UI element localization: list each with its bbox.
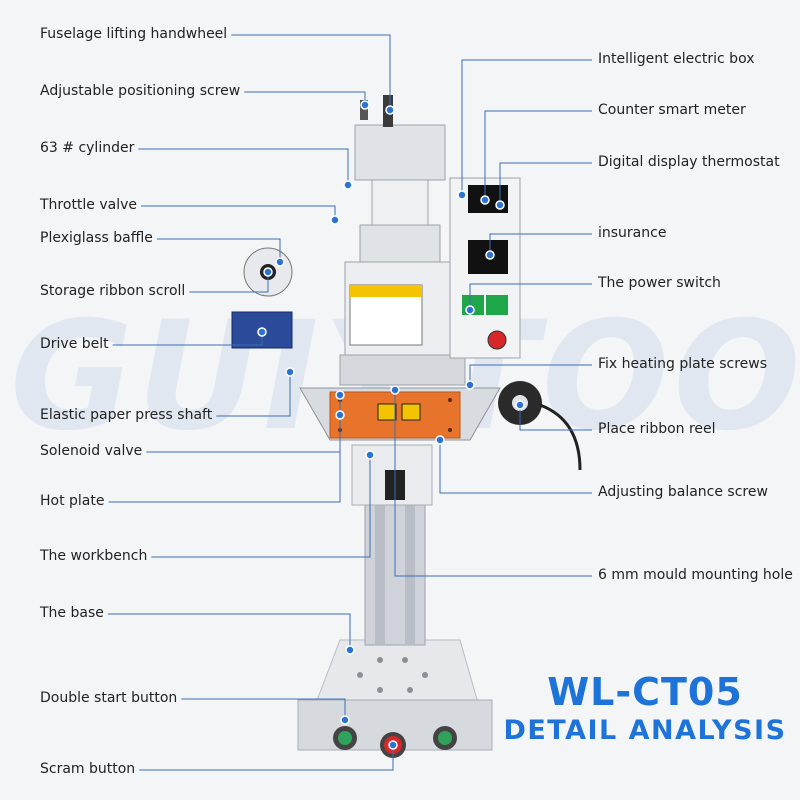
callout-label-left: Fuselage lifting handwheel xyxy=(40,26,228,42)
callout-label-left: Hot plate xyxy=(40,493,105,509)
model-subtitle: DETAIL ANALYSIS xyxy=(503,715,787,746)
leader-line-right xyxy=(499,162,592,205)
leader-dot-right xyxy=(515,400,525,410)
electric-box xyxy=(449,177,521,359)
leader-line-left xyxy=(138,148,349,185)
callout-label-left: Adjustable positioning screw xyxy=(40,83,241,99)
machine-column xyxy=(351,444,433,646)
leader-dot-left xyxy=(335,410,345,420)
leader-dot-left xyxy=(360,100,370,110)
leader-line-left xyxy=(107,613,351,650)
callout-label-left: 63 # cylinder xyxy=(40,140,135,156)
callout-label-right: Counter smart meter xyxy=(598,102,746,118)
leader-dot-right xyxy=(435,435,445,445)
leader-dot-left xyxy=(388,740,398,750)
leader-line-left xyxy=(231,34,391,110)
leader-line-left xyxy=(216,372,291,417)
callout-label-left: The base xyxy=(40,605,104,621)
leader-line-left xyxy=(189,272,269,293)
leader-line-left xyxy=(141,205,336,220)
callout-label-left: Plexiglass baffle xyxy=(40,230,153,246)
leader-dot-left xyxy=(343,180,353,190)
leader-dot-left xyxy=(365,450,375,460)
callout-label-left: Scram button xyxy=(40,761,136,777)
leader-line-right xyxy=(489,233,592,255)
press-head xyxy=(339,95,466,386)
callout-label-left: Solenoid valve xyxy=(40,443,143,459)
leader-dot-left xyxy=(330,215,340,225)
leader-lines xyxy=(107,34,592,771)
callout-label-right: 6 mm mould mounting hole xyxy=(598,567,793,583)
hot-plate-assembly xyxy=(299,387,501,441)
callout-label-right: insurance xyxy=(598,225,667,241)
leader-line-right xyxy=(469,364,592,385)
callout-label-right: The power switch xyxy=(598,275,721,291)
leader-dot-right xyxy=(485,250,495,260)
leader-line-left xyxy=(156,238,281,262)
leader-dot-left xyxy=(345,645,355,655)
leader-line-right xyxy=(469,283,592,310)
leader-line-right xyxy=(519,405,592,431)
leader-dot-left xyxy=(257,327,267,337)
leader-line-left xyxy=(244,91,366,105)
leader-dot-right xyxy=(480,195,490,205)
leader-line-right xyxy=(394,390,592,577)
leader-dot-right xyxy=(465,380,475,390)
callout-label-right: Intelligent electric box xyxy=(598,51,755,67)
leader-dot-left xyxy=(335,390,345,400)
model-name: WL-CT05 xyxy=(547,670,743,714)
leader-dot-left xyxy=(340,715,350,725)
callout-label-right: Adjusting balance screw xyxy=(598,484,768,500)
leader-line-left xyxy=(139,745,394,771)
leader-dot-left xyxy=(385,105,395,115)
callout-label-left: The workbench xyxy=(40,548,148,564)
leader-line-left xyxy=(108,415,341,503)
leader-dot-left xyxy=(263,267,273,277)
leader-line-left xyxy=(151,455,371,558)
callout-label-left: Storage ribbon scroll xyxy=(40,283,186,299)
leader-line-right xyxy=(484,110,592,200)
leader-line-left xyxy=(181,698,346,720)
callout-label-left: Drive belt xyxy=(40,336,109,352)
callout-label-left: Elastic paper press shaft xyxy=(40,407,213,423)
leader-dot-left xyxy=(275,257,285,267)
leader-dot-right xyxy=(457,190,467,200)
leader-line-right xyxy=(439,440,592,494)
leader-dot-right xyxy=(495,200,505,210)
callout-label-left: Throttle valve xyxy=(40,197,138,213)
leader-line-right xyxy=(461,59,592,195)
callout-label-right: Fix heating plate screws xyxy=(598,356,768,372)
leader-dot-right xyxy=(465,305,475,315)
callout-label-right: Digital display thermostat xyxy=(598,154,780,170)
callout-label-left: Double start button xyxy=(40,690,178,706)
leader-dot-right xyxy=(390,385,400,395)
callout-label-right: Place ribbon reel xyxy=(598,421,716,437)
leader-dot-left xyxy=(285,367,295,377)
model-title: WL-CT05 DETAIL ANALYSIS xyxy=(500,670,790,748)
